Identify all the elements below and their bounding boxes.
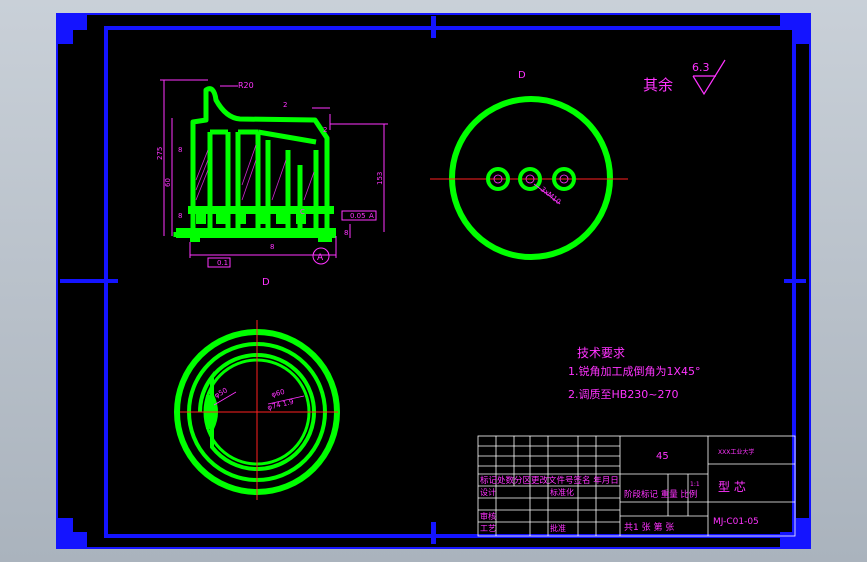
callout-a: A	[317, 253, 324, 263]
tech-requirements: 技术要求 1.锐角加工成倒角为1X45° 2.调质至HB230~270	[568, 346, 701, 401]
drawing-sheet	[57, 14, 810, 548]
tb-design: 设计	[480, 487, 496, 497]
surface-finish-value: 6.3	[692, 61, 710, 74]
section-label-top: D	[518, 70, 526, 81]
dim-d-c: 8	[270, 243, 274, 251]
surface-finish-rest-label: 其余	[643, 76, 673, 94]
tb-stage-labels: 阶段标记 重量 比例	[624, 489, 697, 500]
section-label-mid: D	[262, 277, 270, 288]
dim-mid-c: C	[300, 208, 305, 216]
tb-process: 工艺	[480, 524, 496, 533]
tech-req-item-1: 1.锐角加工成倒角为1X45°	[568, 364, 701, 378]
dim-bottom-r: 8	[344, 229, 348, 237]
dim-right-total: 153	[376, 172, 384, 185]
tb-material: 45	[656, 451, 669, 462]
dim-parallel: 0.05	[350, 212, 366, 220]
dim-d-a: 8	[178, 146, 182, 154]
dim-d-b: 8	[178, 212, 182, 220]
surface-finish: 其余 6.3	[643, 59, 726, 96]
centering-marks	[60, 16, 806, 544]
corner-marks	[57, 14, 810, 548]
tb-drawing-no: MJ-C01-05	[713, 517, 759, 527]
dim-two-b: 2	[323, 126, 327, 134]
tb-review: 审核	[480, 511, 496, 521]
bottom-view: φ50 φ60 φ74 1.9	[174, 320, 340, 500]
tb-sheet: 共1 张 第 张	[624, 521, 674, 533]
tb-row-labels: 标记处数分区更改文件号签名 年月日	[480, 475, 619, 486]
tb-scale: 1:1	[690, 481, 700, 488]
tb-part-name: 型 芯	[718, 480, 746, 494]
bottom-dim-mid: φ60	[271, 388, 286, 399]
title-block	[477, 435, 796, 537]
dim-flatness: 0.1	[217, 259, 228, 267]
tech-req-title: 技术要求	[577, 346, 625, 360]
title-block-text: 45 XXX工业大学 型 芯 MJ-C01-05 标记处数分区更改文件号签名 年…	[480, 448, 759, 533]
tb-school: XXX工业大学	[718, 448, 754, 456]
tb-approve: 批准	[550, 523, 566, 533]
dim-two: 2	[283, 101, 287, 109]
outer-border	[56, 13, 811, 549]
tb-std: 标准化	[550, 487, 574, 497]
dim-r20: R20	[238, 81, 254, 90]
dim-datum: A	[369, 212, 374, 220]
section-view: R20 2 2 275 60 153 8 8 8 0.1 0.05 A C 8 …	[156, 79, 388, 268]
top-view: 3xM10	[430, 96, 628, 260]
tech-req-item-2: 2.调质至HB230~270	[568, 388, 679, 401]
dim-left-mid: 60	[164, 178, 172, 187]
dim-left-total: 275	[156, 147, 164, 160]
